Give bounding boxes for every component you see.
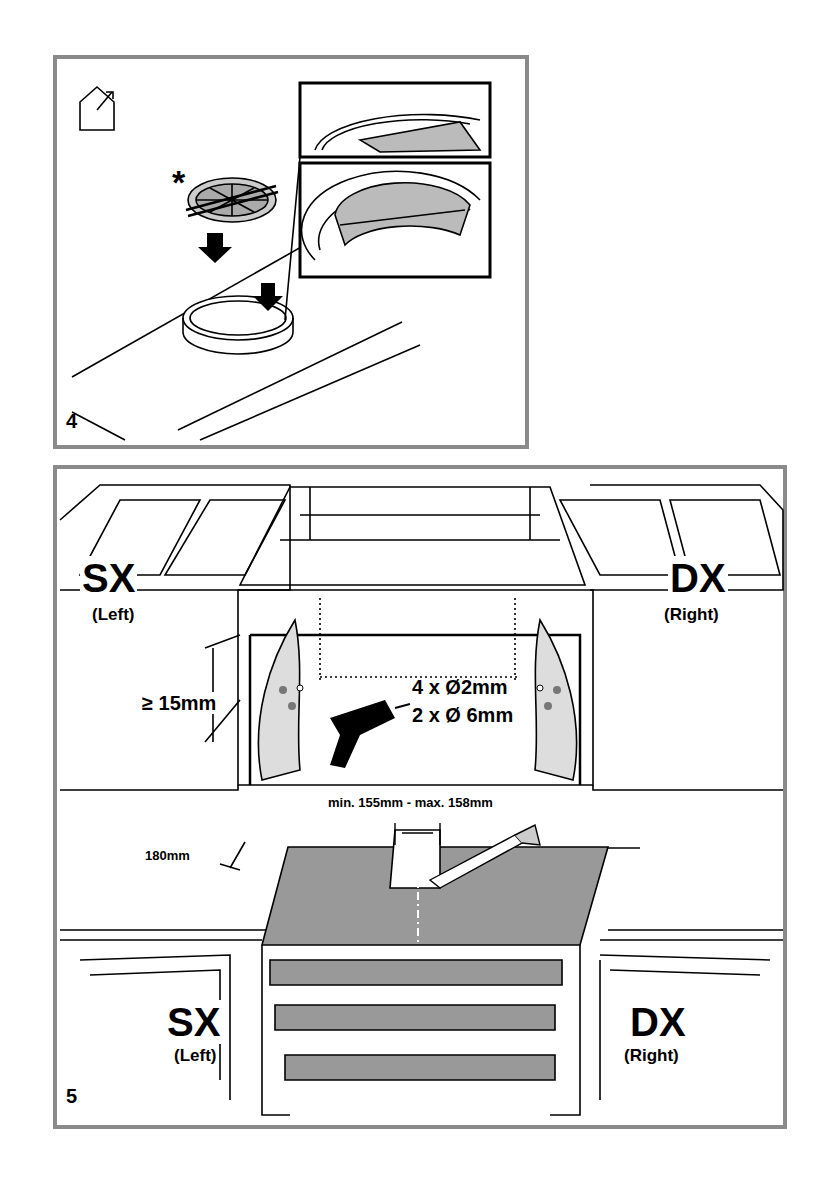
drill-spec: 2 x Ø 6mm	[412, 704, 513, 726]
footnote-mark: *	[172, 164, 185, 201]
dimension-label: min. 155mm - max. 158mm	[326, 796, 495, 810]
side-caption: (Right)	[662, 606, 721, 625]
side-label: SX	[80, 556, 137, 600]
side-label: SX	[165, 1000, 222, 1044]
side-caption: (Right)	[622, 1047, 681, 1066]
dimension-label: ≥ 15mm	[140, 692, 218, 714]
side-caption: (Left)	[90, 606, 136, 625]
side-label: DX	[628, 1000, 688, 1044]
dimension-label: 180mm	[143, 849, 192, 863]
panel-number: 5	[66, 1085, 77, 1107]
side-label: DX	[668, 556, 728, 600]
side-caption: (Left)	[172, 1047, 218, 1066]
drill-spec: 4 x Ø2mm	[412, 676, 508, 698]
panel-number: 4	[66, 410, 77, 432]
